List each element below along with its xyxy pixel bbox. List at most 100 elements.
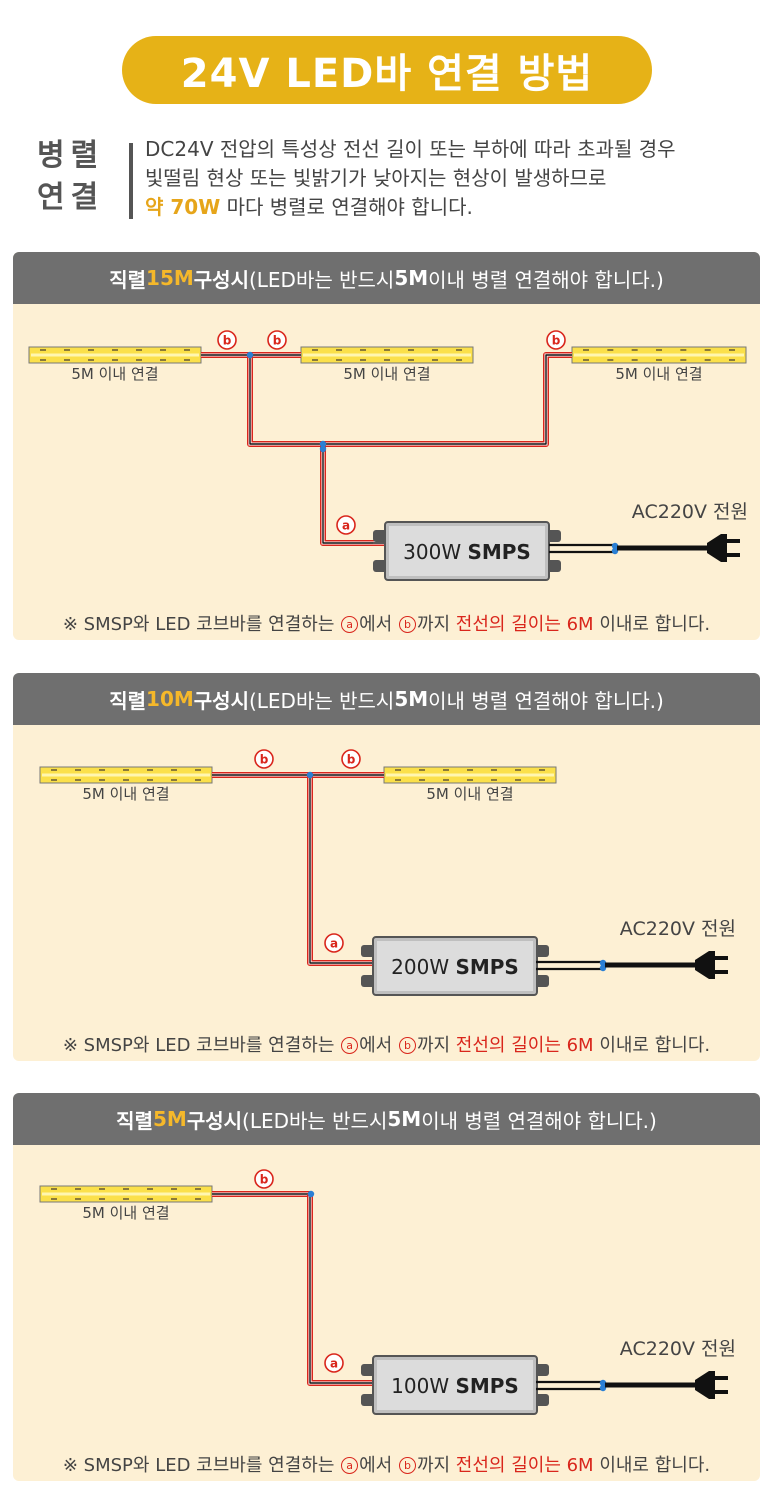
marker-a: a xyxy=(324,933,344,953)
junction-dot xyxy=(307,1190,315,1198)
junction-dot xyxy=(599,1384,607,1392)
smps-unit: 200W SMPS xyxy=(361,936,549,996)
smps-watt: 300W xyxy=(403,540,461,564)
smps-watt: 100W xyxy=(391,1374,449,1398)
led-strip: 5M 이내 연결 xyxy=(383,766,557,803)
smps-label: 300W SMPS xyxy=(403,540,531,564)
svg-text:a: a xyxy=(342,519,350,533)
note-suffix: 이내로 합니다. xyxy=(593,1455,711,1476)
header-prefix: 직렬 xyxy=(109,688,147,713)
junction-dot xyxy=(599,1379,607,1387)
power-plug-icon xyxy=(617,534,740,562)
marker-b: b xyxy=(546,330,566,350)
panel-header: 직렬 15M 구성시 (LED바는 반드시 5M 이내 병렬 연결해야 합니다.… xyxy=(13,252,760,304)
panel-header: 직렬 5M 구성시 (LED바는 반드시 5M 이내 병렬 연결해야 합니다.) xyxy=(13,1093,760,1145)
wire xyxy=(320,444,373,546)
strip-label: 5M 이내 연결 xyxy=(82,1204,169,1222)
note-mid2: 까지 xyxy=(416,1455,456,1476)
panel-header: 직렬 10M 구성시 (LED바는 반드시 5M 이내 병렬 연결해야 합니다.… xyxy=(13,673,760,725)
svg-text:b: b xyxy=(273,334,282,348)
header-prefix: 직렬 xyxy=(116,1108,153,1133)
marker-b: b xyxy=(341,749,361,769)
smps-word: SMPS xyxy=(455,1374,518,1398)
header-paren-2: 이내 병렬 연결해야 합니다.) xyxy=(428,688,664,713)
marker-b-badge: b xyxy=(398,1457,416,1474)
wire xyxy=(307,1194,373,1386)
junction-dot xyxy=(246,351,254,359)
note-prefix: ※ SMSP와 LED 코브바를 연결하는 xyxy=(62,614,341,635)
junction-dot xyxy=(611,542,619,550)
note-mid1: 에서 xyxy=(359,1035,398,1056)
junction-dot xyxy=(599,959,607,967)
ac-label: AC220V 전원 xyxy=(632,501,748,523)
header-config: 구성시 xyxy=(193,688,249,713)
marker-a-badge: a xyxy=(341,1457,359,1474)
header-paren-1: (LED바는 반드시 xyxy=(242,1108,388,1133)
header-length: 15M xyxy=(146,266,194,290)
intro-text: DC24V 전압의 특성상 전선 길이 또는 부하에 따라 초과될 경우 빛떨림… xyxy=(145,135,676,222)
led-strip: 5M 이내 연결 xyxy=(28,346,202,383)
header-paren-bold: 5M xyxy=(394,266,429,290)
marker-b: b xyxy=(267,330,287,350)
smps-unit: 300W SMPS xyxy=(373,521,561,581)
intro-line3: 약 70W 마다 병렬로 연결해야 합니다. xyxy=(145,193,676,222)
svg-text:b: b xyxy=(552,334,561,348)
intro-label-line1: 병렬 xyxy=(37,138,105,173)
junction-dot xyxy=(319,445,327,453)
note-prefix: ※ SMSP와 LED 코브바를 연결하는 xyxy=(62,1035,341,1056)
junction-dot xyxy=(599,964,607,972)
svg-text:b: b xyxy=(260,753,269,767)
svg-text:b: b xyxy=(347,753,356,767)
header-prefix: 직렬 xyxy=(109,267,147,292)
header-paren-1: (LED바는 반드시 xyxy=(248,267,395,292)
marker-a-badge: a xyxy=(341,616,359,633)
note-red: 전선의 길이는 6M xyxy=(455,614,594,635)
smps-word: SMPS xyxy=(455,955,518,979)
page-title: 24V LED바 연결 방법 xyxy=(180,51,594,97)
svg-text:b: b xyxy=(223,334,232,348)
marker-b: b xyxy=(217,330,237,350)
strip-label: 5M 이내 연결 xyxy=(615,365,702,383)
note-mid1: 에서 xyxy=(359,1455,398,1476)
intro-section: 병렬 연결 DC24V 전압의 특성상 전선 길이 또는 부하에 따라 초과될 … xyxy=(37,135,757,225)
header-config: 구성시 xyxy=(186,1108,243,1133)
note-prefix: ※ SMSP와 LED 코브바를 연결하는 xyxy=(62,1455,341,1476)
led-strip: 5M 이내 연결 xyxy=(300,346,474,383)
svg-text:a: a xyxy=(330,1357,338,1371)
strip-label: 5M 이내 연결 xyxy=(71,365,158,383)
marker-b: b xyxy=(254,1169,274,1189)
marker-b-badge: b xyxy=(398,616,416,633)
header-paren-2: 이내 병렬 연결해야 합니다.) xyxy=(421,1108,657,1133)
power-plug-icon xyxy=(605,951,728,979)
header-length: 10M xyxy=(146,687,194,711)
intro-label: 병렬 연결 xyxy=(37,135,117,219)
header-paren-2: 이내 병렬 연결해야 합니다.) xyxy=(428,267,664,292)
intro-line3-rest: 마다 병렬로 연결해야 합니다. xyxy=(220,195,473,219)
wiring-diagram-15m: 5M 이내 연결 5M 이내 연결 5M 이내 연결 b b b a 300W SMPS AC2… xyxy=(28,330,748,581)
note-suffix: 이내로 합니다. xyxy=(593,1035,711,1056)
ac-label: AC220V 전원 xyxy=(620,918,736,940)
marker-a-badge: a xyxy=(341,1037,359,1054)
marker-b: b xyxy=(254,749,274,769)
marker-a: a xyxy=(324,1353,344,1373)
note-red: 전선의 길이는 6M xyxy=(455,1455,594,1476)
header-config: 구성시 xyxy=(193,267,249,292)
smps-label: 100W SMPS xyxy=(391,1374,519,1398)
smps-label: 200W SMPS xyxy=(391,955,519,979)
title-banner: 24V LED바 연결 방법 xyxy=(122,36,652,104)
note-suffix: 이내로 합니다. xyxy=(593,614,711,635)
marker-a: a xyxy=(336,515,356,535)
smps-watt: 200W xyxy=(391,955,449,979)
svg-text:b: b xyxy=(260,1173,269,1187)
marker-b-badge: b xyxy=(398,1037,416,1054)
svg-text:a: a xyxy=(330,937,338,951)
junction-dot xyxy=(306,771,314,779)
junction-dot xyxy=(319,440,327,448)
header-length: 5M xyxy=(152,1107,187,1131)
intro-divider xyxy=(129,143,133,219)
smps-unit: 100W SMPS xyxy=(361,1355,549,1415)
